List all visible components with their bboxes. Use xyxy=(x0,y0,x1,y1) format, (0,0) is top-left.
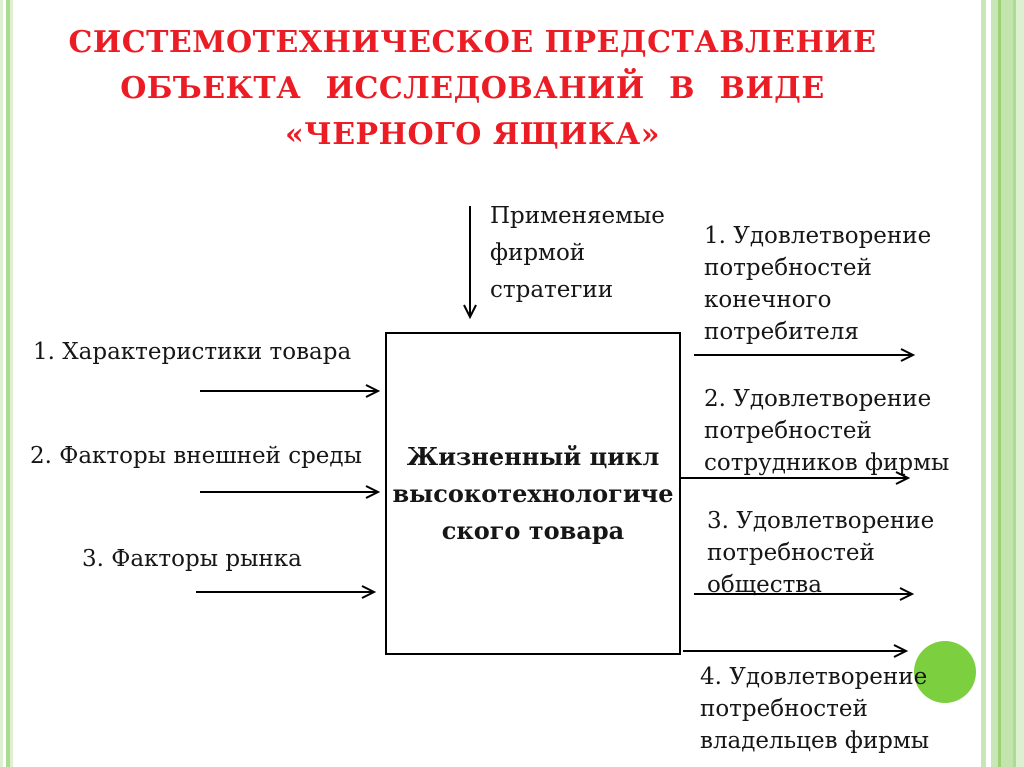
input-arrow-1 xyxy=(200,384,381,398)
slide-title-line-1: СИСТЕМОТЕХНИЧЕСКОЕ ПРЕДСТАВЛЕНИЕ xyxy=(68,25,877,60)
slide-title: СИСТЕМОТЕХНИЧЕСКОЕ ПРЕДСТАВЛЕНИЕ ОБЪЕКТА… xyxy=(0,20,945,158)
strategies-down-arrow-icon xyxy=(463,206,477,320)
right-green-border xyxy=(980,0,1024,767)
output-label-3: 3. Удовлетворение потребностей общества xyxy=(707,508,935,598)
output-arrow-3 xyxy=(694,587,915,601)
output-label-2: 2. Удовлетворение потребностей сотрудник… xyxy=(704,386,950,476)
output-arrow-1 xyxy=(694,348,916,362)
output-arrow-2 xyxy=(681,471,911,485)
input-label-2: 2. Факторы внешней среды xyxy=(30,443,362,469)
black-box: Жизненный цикл высокотехнологиче ского т… xyxy=(385,332,681,655)
output-arrow-4 xyxy=(683,644,909,658)
output-label-4: 4. Удовлетворение потребностей владельце… xyxy=(700,664,930,754)
output-label-1: 1. Удовлетворение потребностей конечного… xyxy=(704,223,932,345)
slide-title-line-3: «ЧЕРНОГО ЯЩИКА» xyxy=(285,117,660,152)
input-arrow-2 xyxy=(200,485,381,499)
input-arrow-3 xyxy=(196,585,377,599)
left-green-border xyxy=(0,0,14,767)
top-input-label: Применяемые фирмой стратегии xyxy=(490,203,665,303)
green-circle-decoration xyxy=(914,641,976,703)
input-label-1: 1. Характеристики товара xyxy=(33,339,352,365)
black-box-label: Жизненный цикл высокотехнологиче ского т… xyxy=(392,442,674,545)
input-label-3: 3. Факторы рынка xyxy=(82,546,302,572)
slide-title-line-2: ОБЪЕКТА ИССЛЕДОВАНИЙ В ВИДЕ xyxy=(120,71,825,106)
